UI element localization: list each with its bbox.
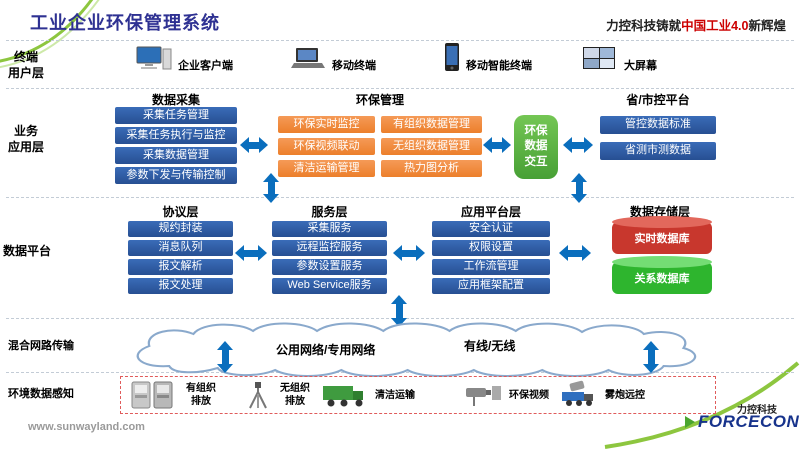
data-flow-arrow	[571, 173, 587, 203]
relational-database-cylinder: 关系数据库	[612, 256, 712, 294]
service-module: Web Service服务	[272, 278, 387, 294]
terminal-label: 移动智能终端	[466, 60, 532, 72]
perception-label: 雾炮远控	[605, 390, 645, 401]
layer-label-network: 混合网路传输	[8, 340, 74, 352]
layer-divider	[6, 197, 794, 198]
website-url: www.sunwayland.com	[28, 421, 145, 433]
env-mgmt-module: 热力图分析	[381, 160, 482, 177]
perception-label: 无组织 排放	[280, 383, 310, 407]
perception-label: 清洁运输	[375, 390, 415, 401]
data-flow-arrow	[240, 137, 268, 153]
forcecon-logo: FORCECON	[698, 412, 800, 431]
page-title: 工业企业环保管理系统	[30, 13, 220, 33]
app-platform-module: 权限设置	[432, 240, 550, 256]
data-flow-arrow	[643, 341, 659, 373]
section-title-protocol: 协议层	[162, 205, 199, 219]
env-mgmt-module: 清洁运输管理	[278, 160, 375, 177]
decorative-swoosh-bottom-right	[604, 361, 800, 449]
env-data-exchange-box: 环保 数据 交互	[514, 115, 558, 179]
data-flow-arrow	[235, 245, 267, 261]
layer-label-data-platform: 数据平台	[2, 244, 51, 258]
section-title-app-platform: 应用平台层	[460, 205, 521, 219]
perception-boundary	[120, 376, 716, 414]
network-cloud-shape	[136, 322, 697, 377]
section-title-province-platform: 省/市控平台	[626, 93, 690, 107]
service-module: 采集服务	[272, 221, 387, 237]
data-flow-arrow	[393, 245, 425, 261]
smartphone-icon	[445, 43, 459, 71]
terminal-label: 移动终端	[332, 60, 376, 72]
data-collection-module: 采集任务管理	[115, 107, 237, 124]
tagline: 力控科技铸就中国工业4.0新辉煌	[606, 15, 786, 34]
section-title-service: 服务层	[311, 205, 348, 219]
terminal-label: 企业客户端	[178, 60, 233, 72]
data-flow-arrow	[391, 295, 407, 327]
province-module: 省测市测数据	[600, 142, 716, 160]
data-flow-arrow	[563, 137, 593, 153]
data-collection-module: 采集任务执行与监控	[115, 127, 237, 144]
tripod-monitor-icon	[249, 382, 267, 409]
network-label-public-private: 公用网络/专用网络	[276, 343, 376, 357]
forcecon-logo-chinese: 力控科技	[737, 405, 777, 416]
layer-divider	[6, 88, 794, 89]
cctv-camera-icon	[466, 386, 501, 406]
data-flow-arrow	[483, 137, 511, 153]
layer-label-terminal: 终端 用户层	[7, 50, 44, 80]
tagline-highlight: 中国工业4.0	[681, 19, 749, 33]
layer-label-business: 业务 应用层	[7, 124, 44, 154]
desktop-computer-icon	[136, 46, 172, 70]
protocol-module: 报文解析	[128, 259, 233, 275]
truck-icon	[323, 386, 363, 407]
layer-label-perception: 环境数据感知	[8, 388, 74, 400]
app-platform-module: 工作流管理	[432, 259, 550, 275]
fog-cannon-icon	[562, 380, 593, 406]
protocol-module: 规约封装	[128, 221, 233, 237]
terminal-label: 大屏幕	[624, 60, 657, 72]
realtime-database-cylinder: 实时数据库	[612, 216, 712, 254]
layer-divider	[6, 40, 794, 41]
service-module: 远程监控服务	[272, 240, 387, 256]
data-flow-arrow	[559, 245, 591, 261]
service-module: 参数设置服务	[272, 259, 387, 275]
app-platform-module: 应用框架配置	[432, 278, 550, 294]
env-mgmt-module: 无组织数据管理	[381, 138, 482, 155]
tagline-suffix: 新辉煌	[748, 19, 786, 33]
laptop-icon	[291, 48, 325, 68]
network-label-wired-wireless: 有线/无线	[464, 339, 516, 353]
data-flow-arrow	[217, 341, 233, 373]
env-mgmt-module: 环保视频联动	[278, 138, 375, 155]
protocol-module: 报文处理	[128, 278, 233, 294]
section-title-storage: 数据存储层	[629, 205, 690, 219]
perception-label: 环保视频	[509, 390, 549, 401]
data-flow-arrow	[263, 173, 279, 203]
app-platform-module: 安全认证	[432, 221, 550, 237]
env-mgmt-module: 环保实时监控	[278, 116, 375, 133]
protocol-module: 消息队列	[128, 240, 233, 256]
emission-cabinets-icon	[131, 381, 173, 409]
section-title-data-collection: 数据采集	[151, 93, 200, 107]
tagline-prefix: 力控科技铸就	[606, 19, 682, 33]
video-wall-icon	[583, 47, 615, 69]
province-module: 管控数据标准	[600, 116, 716, 134]
env-mgmt-module: 有组织数据管理	[381, 116, 482, 133]
section-title-env-management: 环保管理	[355, 93, 404, 107]
data-collection-module: 采集数据管理	[115, 147, 237, 164]
data-collection-module: 参数下发与传输控制	[115, 167, 237, 184]
forcecon-green-arrow-icon	[685, 416, 695, 428]
perception-label: 有组织 排放	[186, 383, 216, 407]
